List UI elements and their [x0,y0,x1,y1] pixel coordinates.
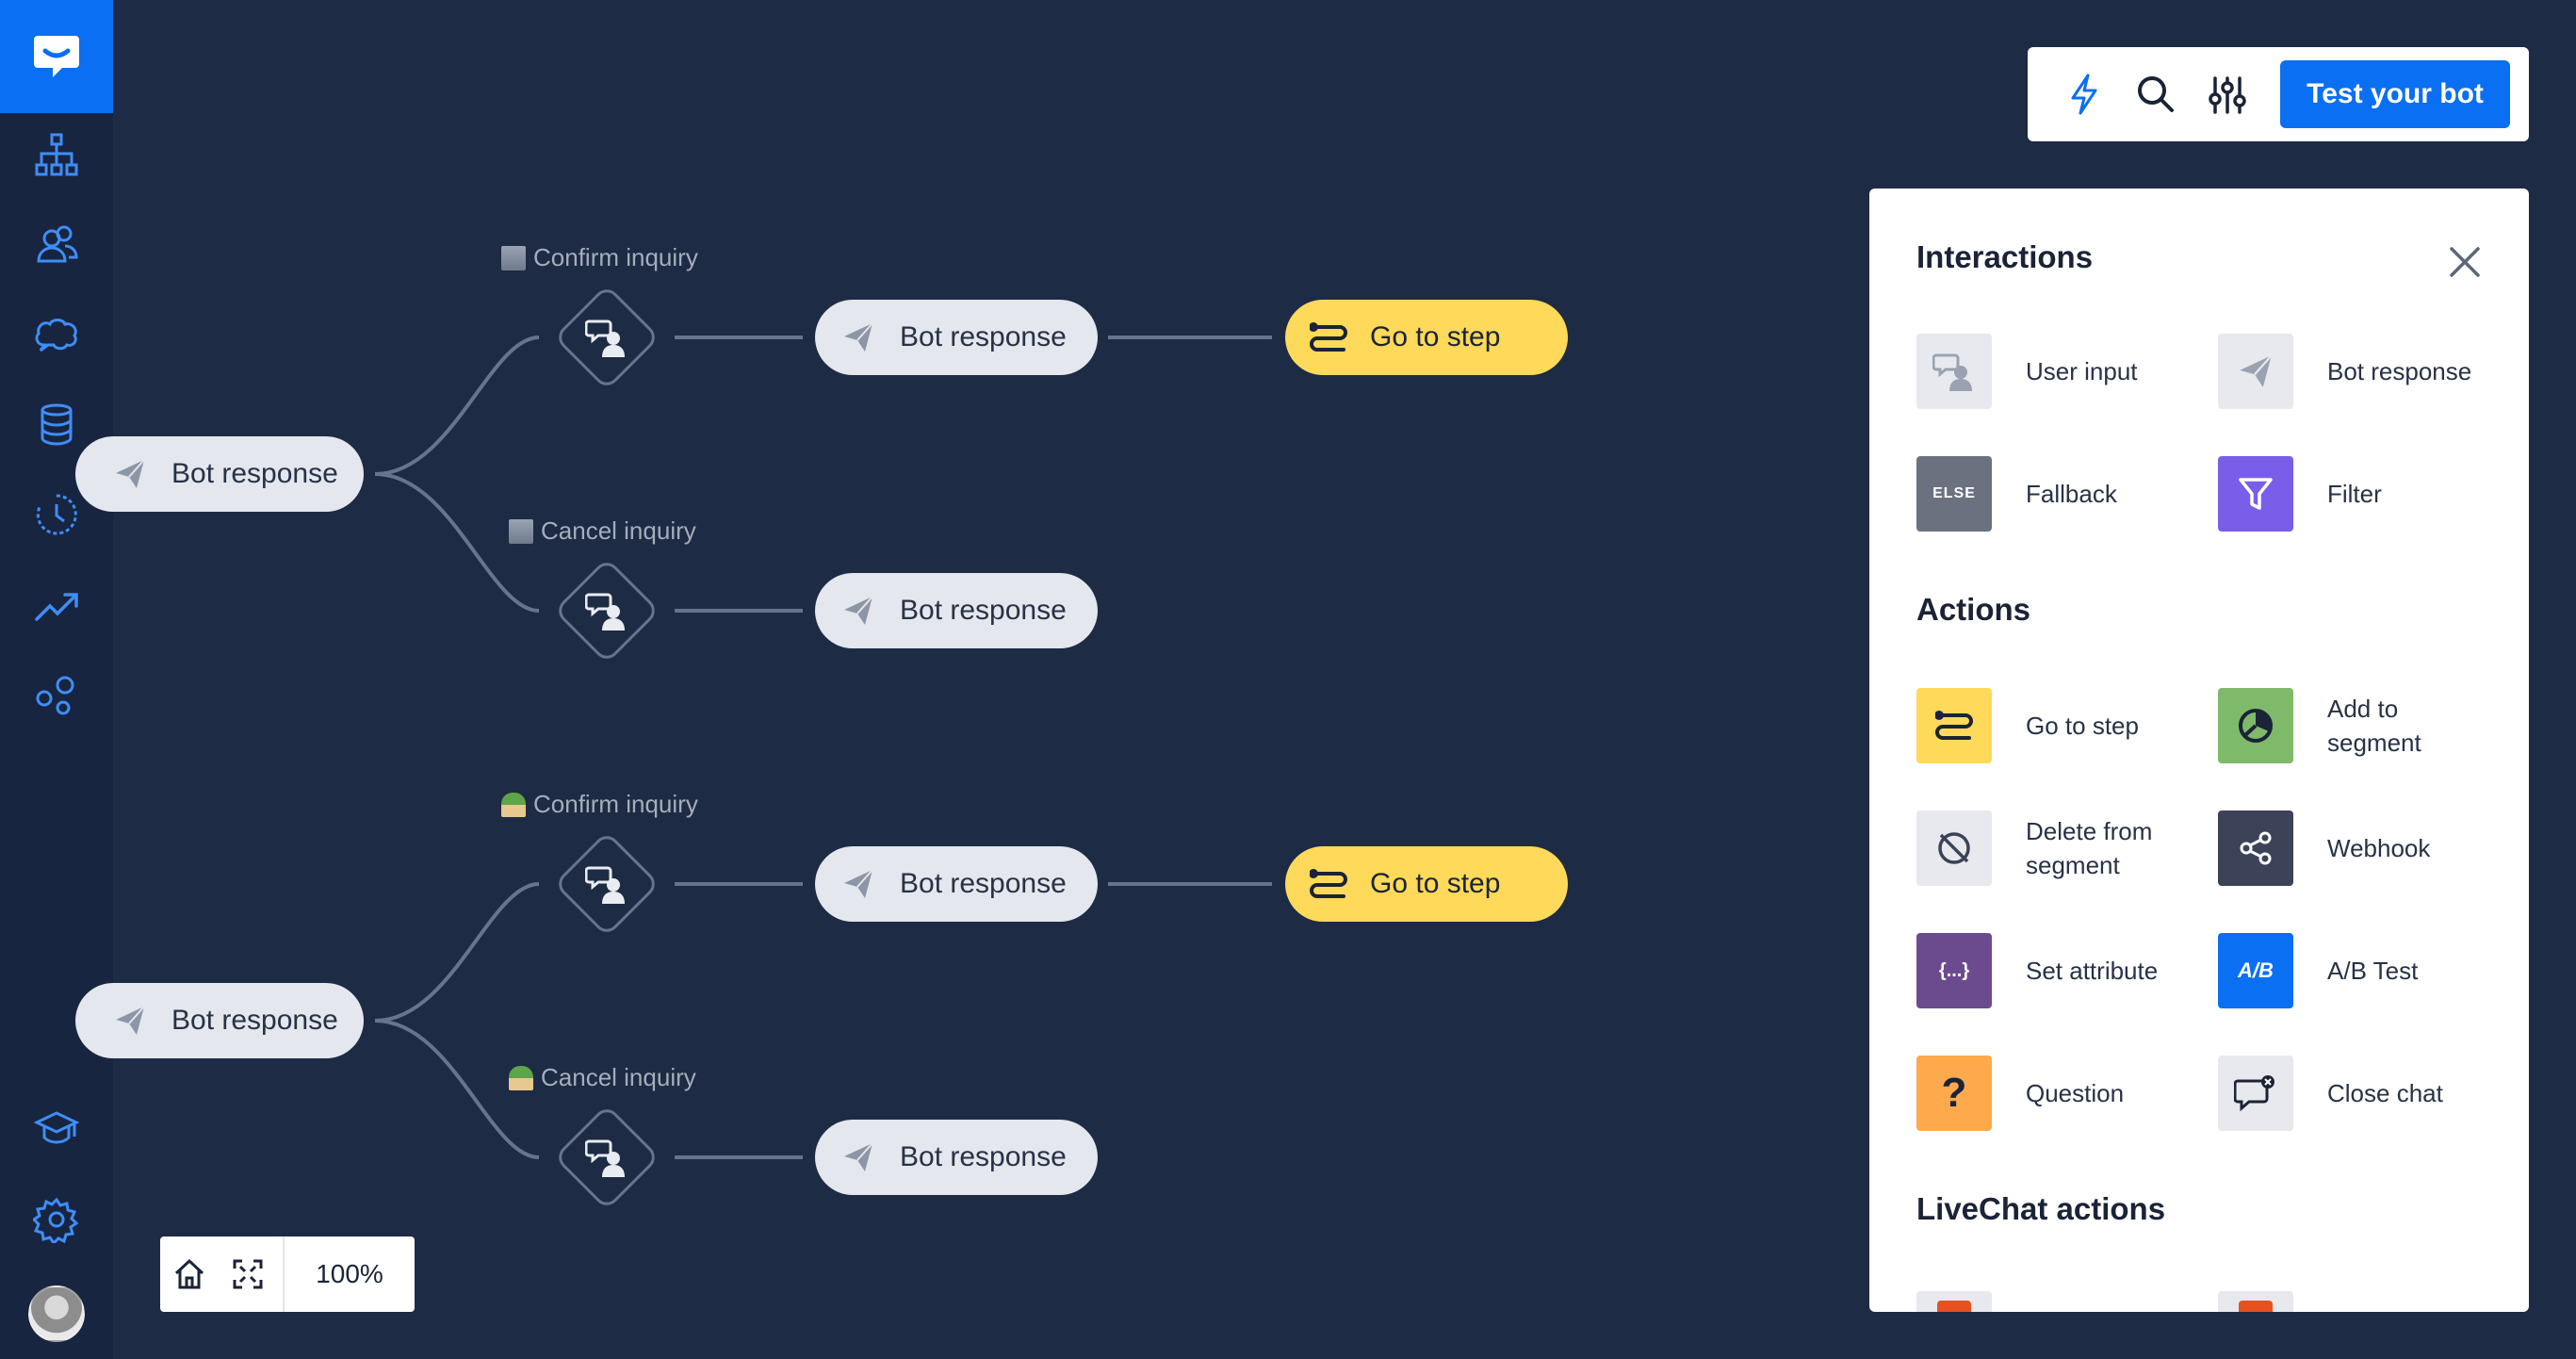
go-to-step-node[interactable]: Go to step [1285,300,1568,375]
route-icon [1916,688,1992,763]
branch-label: Cancel inquiry [509,1063,696,1092]
reports-icon[interactable] [28,577,85,633]
node-label: Bot response [900,868,1067,899]
else-icon: ELSE [1916,456,1992,532]
zoom-controls: 100% [160,1236,415,1312]
house-icon [509,1065,533,1090]
node-label: Go to step [1370,868,1501,899]
test-your-bot-button[interactable]: Test your bot [2280,60,2510,128]
house-icon [501,792,526,817]
root-bot-response-node[interactable]: Bot response [75,983,364,1058]
node-label: Bot response [900,1141,1067,1172]
question-icon: ? [1916,1056,1992,1131]
sliders-icon[interactable] [2192,58,2263,130]
branch-label: Confirm inquiry [501,790,698,819]
user-input-icon [569,846,644,922]
search-icon[interactable] [2120,58,2192,130]
actions-heading: Actions [1916,592,2031,627]
branch-label: Confirm inquiry [501,243,698,272]
branch-label: Cancel inquiry [509,516,696,546]
audience-icon[interactable] [28,217,85,273]
paper-plane-icon [840,865,877,903]
paper-plane-icon [840,319,877,356]
zoom-level: 100% [316,1259,383,1288]
ab-icon: A/B [2218,933,2293,1008]
go-to-step-node[interactable]: Go to step [1285,846,1568,922]
top-toolbar: Test your bot [2028,47,2529,141]
node-label: Bot response [171,1005,338,1036]
left-navigation [0,0,113,1359]
node-label: Bot response [171,458,338,489]
home-icon[interactable] [160,1236,219,1312]
node-label: Bot response [900,321,1067,352]
lightning-icon[interactable] [2048,58,2120,130]
user-input-icon [569,573,644,648]
history-icon[interactable] [28,486,85,543]
user-input-icon [569,300,644,375]
livechat-actions-heading: LiveChat actions [1916,1191,2166,1226]
bot-response-node[interactable]: Bot response [815,1120,1098,1195]
user-input-icon [569,1120,644,1195]
fit-screen-icon[interactable] [219,1236,277,1312]
paper-plane-icon [2218,334,2293,409]
close-icon[interactable] [2444,241,2486,283]
building-icon [509,518,533,544]
paper-plane-icon [840,592,877,630]
route-icon [1310,319,1347,356]
interactions-panel: Interactions User input Bot response ELS… [1869,188,2529,1312]
paper-plane-icon [111,1002,149,1040]
node-label: Go to step [1370,321,1501,352]
divider [283,1236,285,1312]
bot-response-node[interactable]: Bot response [815,846,1098,922]
user-avatar[interactable] [28,1285,85,1342]
user-input-icon [1916,334,1992,409]
livechat-action-tile[interactable] [2218,1291,2293,1312]
database-icon[interactable] [28,396,85,452]
livechat-action-tile[interactable] [1916,1291,1992,1312]
connector-lines [374,336,1272,1159]
close-chat-icon [2218,1056,2293,1131]
funnel-icon [2218,456,2293,532]
bot-response-node[interactable]: Bot response [815,300,1098,375]
flows-icon[interactable] [28,126,85,183]
share-icon [2218,810,2293,886]
root-bot-response-node[interactable]: Bot response [75,436,364,512]
interactions-heading: Interactions [1916,239,2094,274]
bot-response-node[interactable]: Bot response [815,573,1098,648]
building-icon [501,245,526,270]
segment-off-icon [1916,810,1992,886]
paper-plane-icon [111,455,149,493]
conversations-icon[interactable] [28,306,85,363]
route-icon [1310,865,1347,903]
flow-canvas[interactable]: Bot response Bot response Confirm inquir… [75,0,2576,1359]
integrations-icon[interactable] [28,667,85,724]
braces-icon: {...} [1916,933,1992,1008]
academy-icon[interactable] [28,1101,85,1157]
paper-plane-icon [840,1138,877,1176]
chat-logo-icon [34,36,79,77]
node-label: Bot response [900,595,1067,626]
pie-icon [2218,688,2293,763]
app-logo[interactable] [0,0,113,113]
settings-gear-icon[interactable] [28,1191,85,1248]
